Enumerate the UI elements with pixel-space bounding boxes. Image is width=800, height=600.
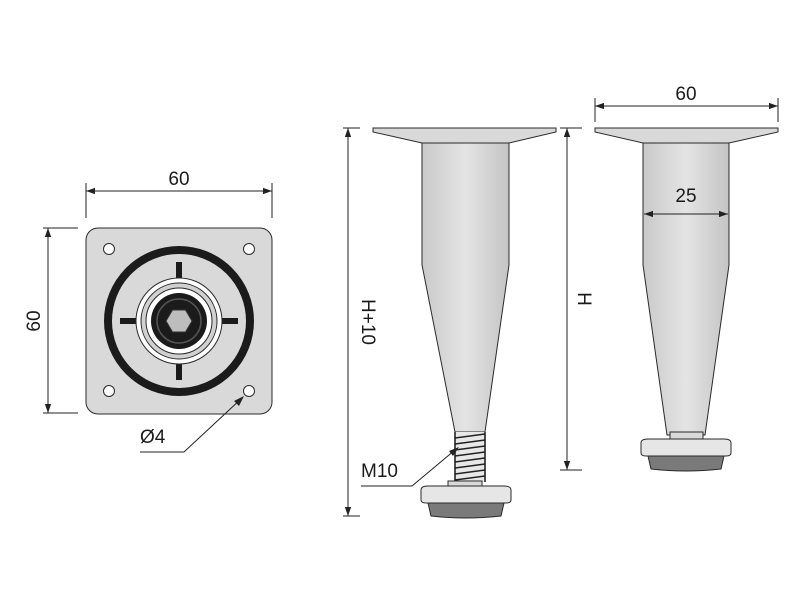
hub-nut-edge — [156, 298, 202, 344]
tick-mark — [120, 318, 136, 324]
glide-pad — [647, 455, 725, 472]
thread-size-label: M10 — [361, 461, 398, 482]
glide-pad — [427, 502, 505, 519]
screw-hole — [103, 385, 115, 397]
hole-leader-line — [140, 397, 243, 453]
glide-cap — [420, 485, 512, 504]
tick-mark — [222, 318, 238, 324]
side-view: H+10 M10 — [343, 127, 557, 519]
plate-width-label: 60 — [168, 169, 189, 190]
leg-top-plate — [372, 127, 557, 144]
top-width-label: 60 — [675, 84, 696, 105]
screw-hole — [103, 243, 115, 255]
tick-mark — [176, 364, 182, 380]
plate-height-label: 60 — [24, 310, 45, 331]
front-view: H 60 25 — [560, 84, 779, 472]
thread-lines — [454, 433, 486, 481]
leader-arrow — [449, 447, 459, 456]
outer-ring — [104, 246, 254, 396]
overall-height-label: H+10 — [357, 299, 378, 345]
threaded-rod — [455, 432, 485, 482]
leg-top-plate — [594, 127, 779, 144]
leader-arrow — [234, 396, 244, 406]
height-label: H — [573, 292, 594, 306]
shaft-width-label: 25 — [675, 186, 696, 207]
glide-neck — [669, 431, 704, 440]
thread-leader-line — [361, 449, 456, 487]
hole-diameter-label: Ø4 — [140, 427, 166, 448]
top-view: 60 60 Ø4 — [24, 169, 273, 453]
screw-hole — [243, 385, 255, 397]
hex-bolt-icon — [165, 309, 193, 333]
screw-hole — [243, 243, 255, 255]
leg-shaft — [421, 142, 510, 433]
glide-cap — [640, 438, 732, 457]
tick-mark — [176, 262, 182, 278]
